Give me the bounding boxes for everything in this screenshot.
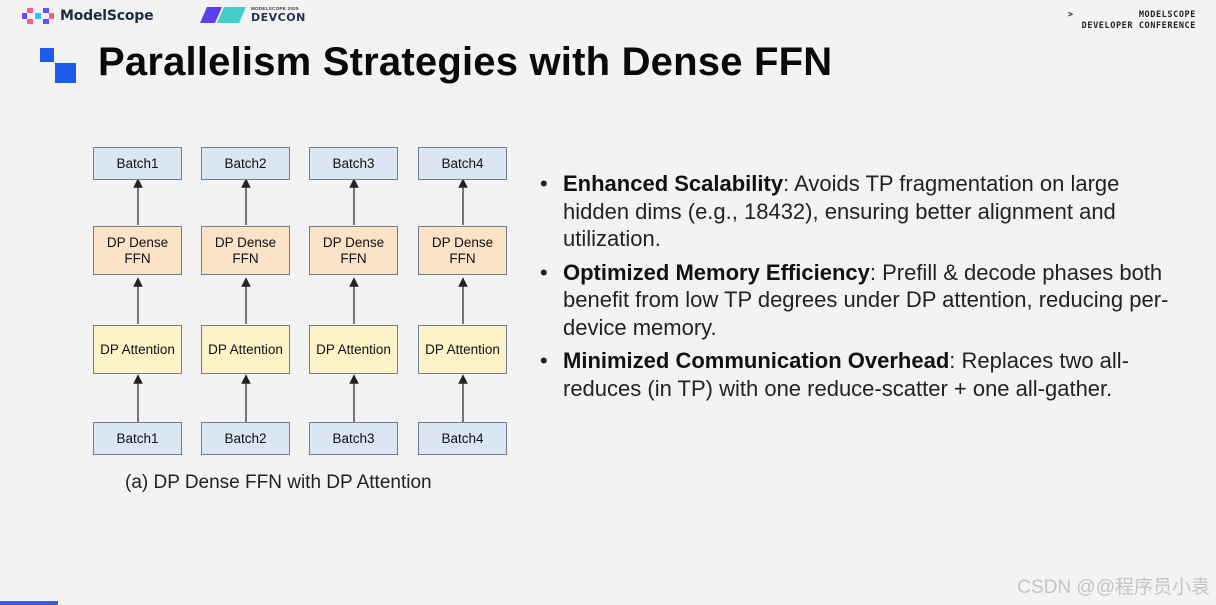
dense-ffn-1-line1: DP Dense [106,234,169,250]
csdn-watermark: CSDN @@程序员小袁 [1017,577,1210,598]
dense-ffn-1-line2: FFN [124,250,151,266]
dense-ffn-2-line2: FFN [232,250,259,266]
modelscope-logo-icon [22,8,54,24]
bullet-text: : Avoids TP fragmentation on large hidde… [563,171,1120,251]
output-batch-1: Batch1 [93,147,182,180]
devcon-subtitle: MODELSCOPE 2025 [251,6,299,12]
bullet-heading: Enhanced Scalability [563,171,784,196]
dp-attention-2: DP Attention [201,325,290,374]
dense-ffn-2-line1: DP Dense [214,234,277,250]
devcon-logo: MODELSCOPE 2025 DEVCON [200,7,306,23]
list-item: • Enhanced Scalability: Avoids TP fragmen… [540,170,1180,253]
page-title: Parallelism Strategies with Dense FFN [98,40,833,84]
output-batch-3: Batch3 [309,147,398,180]
dense-ffn-4-line1: DP Dense [431,234,494,250]
conference-label: > MODELSCOPE DEVELOPER CONFERENCE [1068,10,1196,32]
accent-bar [0,601,58,605]
input-batch-3: Batch3 [309,422,398,455]
bullet-dot-icon: • [540,348,548,373]
diagram-arrows [133,178,468,422]
bullet-dot-icon: • [540,259,548,285]
dp-attention-4: DP Attention [418,325,507,374]
conference-line2: DEVELOPER CONFERENCE [1081,21,1196,31]
output-batch-4: Batch4 [418,147,507,180]
input-batch-2: Batch2 [201,422,290,455]
list-item: • Minimized Communication Overhead: Repla… [540,347,1180,402]
dense-ffn-3-line1: DP Dense [322,234,385,250]
brand-name: ModelScope [60,8,154,24]
devcon-logo-icon [200,7,246,23]
bullet-text: : Replaces two all-reduces (in TP) with … [563,348,1130,401]
title-squares-icon [40,48,76,83]
bullet-text: : Prefill & decode phases both benefit f… [563,259,1169,340]
modelscope-logo: ModelScope [22,7,154,25]
conference-line1: MODELSCOPE [1138,10,1196,20]
devcon-title: DEVCON [251,10,306,24]
dp-attention-3: DP Attention [309,325,398,374]
bullet-dot-icon: • [540,171,548,196]
dp-attention-1: DP Attention [93,325,182,374]
bullet-heading: Minimized Communication Overhead [563,348,950,373]
conference-arrow: > [1067,10,1074,20]
output-batch-2: Batch2 [201,147,290,180]
diagram-caption: (a) DP Dense FFN with DP Attention [125,472,432,493]
dense-ffn-3-line2: FFN [340,250,367,266]
dense-ffn-4-line2: FFN [449,250,476,266]
input-batch-4: Batch4 [418,422,507,455]
input-batch-1: Batch1 [93,422,182,455]
list-item: • Optimized Memory Efficiency: Prefill & … [540,259,1180,342]
benefits-list: • Enhanced Scalability: Avoids TP fragmen… [540,170,1180,408]
bullet-heading: Optimized Memory Efficiency [563,259,870,285]
